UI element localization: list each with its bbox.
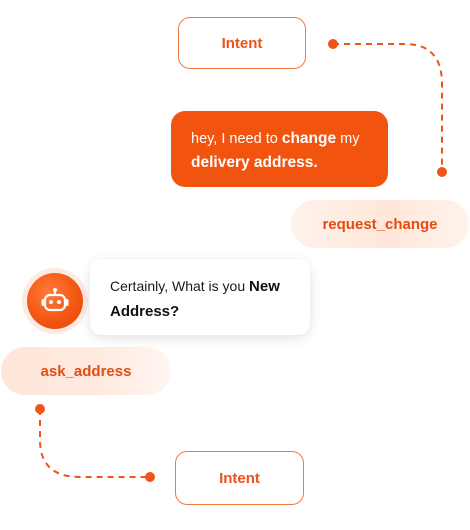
bottom-intent-label: Intent bbox=[219, 469, 260, 487]
bot-message-line-2: Address? bbox=[110, 299, 292, 324]
bot-message-bubble: Certainly, What is you New Address? bbox=[90, 259, 310, 335]
bottom-connector-path bbox=[39, 409, 150, 478]
user-message-text-1: hey, I need to bbox=[191, 131, 282, 147]
ask-address-label: ask_address bbox=[40, 362, 132, 380]
bot-avatar bbox=[27, 273, 83, 329]
top-connector-start-dot bbox=[328, 39, 338, 49]
top-connector-end-dot bbox=[437, 167, 447, 177]
user-message-text-2: my bbox=[336, 131, 360, 147]
request-change-label: request_change bbox=[322, 215, 438, 233]
user-message-bold-2: delivery address. bbox=[191, 154, 318, 171]
top-connector-path bbox=[333, 43, 443, 172]
bot-message-line-1: Certainly, What is you New bbox=[110, 274, 292, 299]
robot-icon bbox=[41, 288, 69, 312]
bot-message-bold-1: New bbox=[249, 278, 280, 295]
request-change-tag: request_change bbox=[291, 200, 469, 248]
bottom-connector-start-dot bbox=[35, 404, 45, 414]
bottom-connector-end-dot bbox=[145, 472, 155, 482]
user-message-line-1: hey, I need to change my bbox=[191, 127, 368, 151]
ask-address-tag: ask_address bbox=[1, 347, 171, 395]
user-message-line-2: delivery address. bbox=[191, 151, 368, 175]
bot-message-bold-2: Address? bbox=[110, 303, 180, 320]
user-message-bold-1: change bbox=[281, 130, 337, 147]
top-intent-label: Intent bbox=[221, 34, 263, 52]
top-intent-box: Intent bbox=[178, 17, 306, 69]
user-message-bubble: hey, I need to change my delivery addres… bbox=[171, 111, 388, 187]
bot-message-text-1: Certainly, What is you bbox=[110, 278, 250, 294]
bottom-intent-box: Intent bbox=[175, 451, 304, 505]
